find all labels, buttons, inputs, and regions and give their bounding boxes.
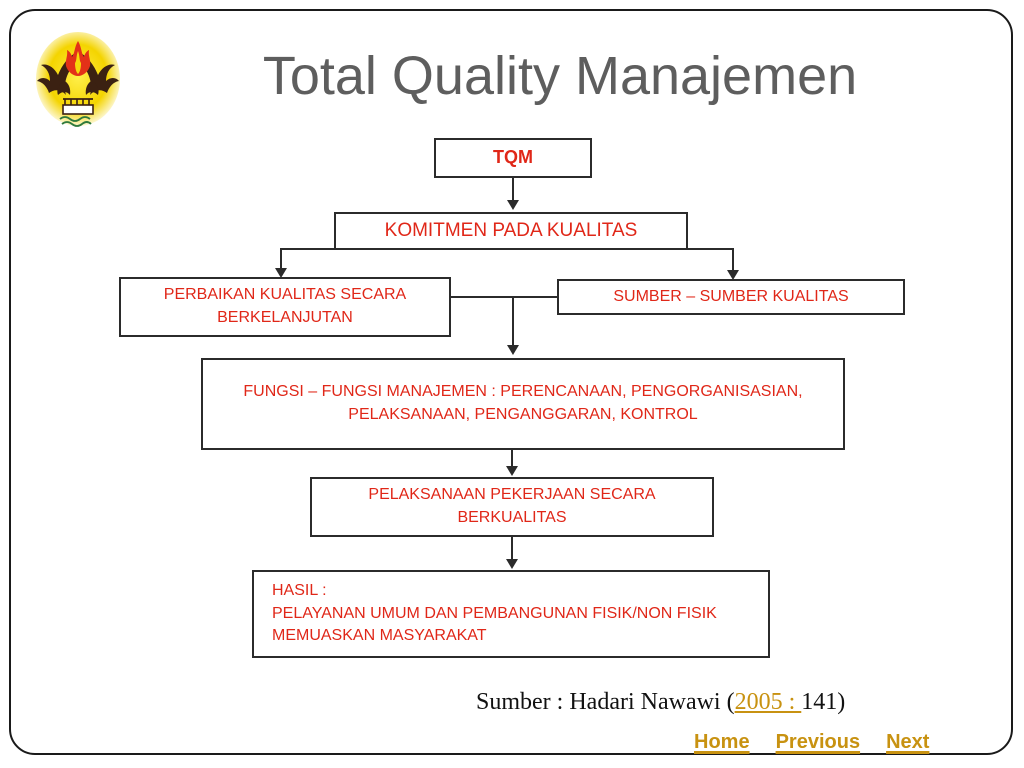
arrowhead-tqm-to-komitmen bbox=[507, 200, 519, 210]
flow-node-hasil: HASIL : PELAYANAN UMUM DAN PEMBANGUNAN F… bbox=[252, 570, 770, 658]
nav-home-link[interactable]: Home bbox=[694, 731, 750, 753]
arrowhead-komitmen-to-sumber bbox=[727, 270, 739, 280]
flow-node-hasil-label: HASIL : PELAYANAN UMUM DAN PEMBANGUNAN F… bbox=[260, 580, 762, 648]
flow-node-tqm: TQM bbox=[434, 138, 592, 178]
flow-node-fungsi-manajemen-label: FUNGSI – FUNGSI MANAJEMEN : PERENCANAAN,… bbox=[243, 383, 803, 423]
flow-node-komitmen-label: KOMITMEN PADA KUALITAS bbox=[384, 219, 638, 241]
navigation-links: Home Previous Next bbox=[694, 731, 929, 754]
source-citation: Sumber : Hadari Nawawi (2005 : 141) bbox=[476, 689, 845, 716]
connector-pelaksanaan-to-hasil bbox=[511, 537, 513, 561]
connector-komitmen-right-vertical bbox=[732, 248, 734, 272]
connector-komitmen-right-horizontal bbox=[686, 248, 734, 250]
connector-bridge-perbaikan-sumber bbox=[451, 296, 557, 298]
page-title: Total Quality Manajemen bbox=[262, 46, 858, 106]
connector-tqm-to-komitmen bbox=[512, 178, 514, 202]
hasil-line-3: MEMUASKAN MASYARAKAT bbox=[272, 627, 487, 645]
source-suffix: 141) bbox=[801, 689, 846, 715]
flow-node-sumber-kualitas: SUMBER – SUMBER KUALITAS bbox=[557, 279, 905, 315]
flow-node-fungsi-manajemen: FUNGSI – FUNGSI MANAJEMEN : PERENCANAAN,… bbox=[201, 358, 845, 450]
flow-node-perbaikan-kualitas: PERBAIKAN KUALITAS SECARA BERKELANJUTAN bbox=[119, 277, 451, 337]
hasil-line-2: PELAYANAN UMUM DAN PEMBANGUNAN FISIK/NON… bbox=[272, 604, 717, 622]
flow-node-komitmen: KOMITMEN PADA KUALITAS bbox=[334, 212, 688, 250]
source-prefix: Sumber : Hadari Nawawi ( bbox=[476, 689, 735, 715]
connector-komitmen-left-vertical bbox=[280, 248, 282, 270]
arrowhead-pelaksanaan-to-hasil bbox=[506, 559, 518, 569]
hasil-line-1: HASIL : bbox=[272, 581, 327, 599]
nav-previous-link[interactable]: Previous bbox=[775, 731, 861, 753]
flow-node-pelaksanaan-pekerjaan: PELAKSANAAN PEKERJAAN SECARA BERKUALITAS bbox=[310, 477, 714, 537]
flow-node-perbaikan-kualitas-label: PERBAIKAN KUALITAS SECARA BERKELANJUTAN bbox=[163, 286, 407, 326]
unpad-university-logo-icon bbox=[27, 27, 129, 135]
arrowhead-bridge-to-fungsi bbox=[507, 345, 519, 355]
flow-node-pelaksanaan-pekerjaan-label: PELAKSANAAN PEKERJAAN SECARA BERKUALITAS bbox=[368, 486, 656, 526]
connector-fungsi-to-pelaksanaan bbox=[511, 450, 513, 468]
connector-bridge-to-fungsi bbox=[512, 296, 514, 346]
source-year-link[interactable]: 2005 : bbox=[734, 689, 802, 715]
arrowhead-fungsi-to-pelaksanaan bbox=[506, 466, 518, 476]
flow-node-sumber-kualitas-label: SUMBER – SUMBER KUALITAS bbox=[613, 287, 849, 305]
arrowhead-komitmen-to-perbaikan bbox=[275, 268, 287, 278]
flow-node-tqm-label: TQM bbox=[493, 147, 533, 168]
nav-next-link[interactable]: Next bbox=[886, 731, 930, 753]
connector-komitmen-left-horizontal bbox=[280, 248, 336, 250]
